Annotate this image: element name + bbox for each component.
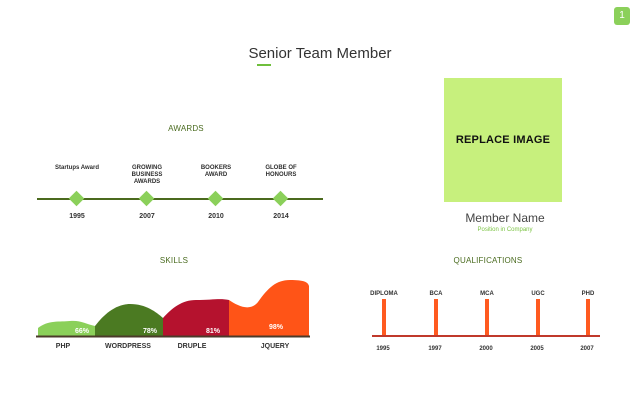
skill-name: JQUERY (260, 343, 290, 350)
qualification-year: 1995 (376, 346, 390, 352)
member-name: Member Name (465, 211, 545, 225)
qualification-bar (485, 299, 489, 336)
qualification-year: 2000 (479, 346, 493, 352)
qualifications-baseline (372, 335, 600, 337)
skill-name: DRUPLE (177, 343, 207, 350)
skill-percent-label: 66% (75, 328, 90, 335)
qualifications-heading: QUALIFICATIONS (453, 256, 523, 265)
award-diamond-icon (207, 190, 224, 207)
award-diamond-icon (68, 190, 85, 207)
title-underline (257, 64, 271, 66)
qualification-bar (434, 299, 438, 336)
skill-area-jquery (229, 280, 309, 336)
image-placeholder[interactable]: REPLACE IMAGE (444, 78, 562, 202)
qualification-year: 2007 (580, 346, 594, 352)
qualification-bar (586, 299, 590, 336)
skill-name: WORDPRESS (105, 343, 151, 350)
awards-heading: AWARDS (168, 124, 204, 133)
page-number-badge: 1 (614, 7, 630, 25)
page-title: Senior Team Member (248, 45, 392, 62)
award-year: 1995 (69, 213, 85, 220)
award-diamond-icon (138, 190, 155, 207)
qualification-label: UGC (531, 291, 545, 297)
qualification-year: 1997 (428, 346, 442, 352)
qualification-label: MCA (480, 291, 494, 297)
award-year: 2007 (139, 213, 155, 220)
skill-percent-label: 98% (269, 324, 284, 331)
award-diamond-icon (272, 190, 289, 207)
award-label: Startups Award (54, 165, 99, 171)
skill-area-wordpress (95, 304, 163, 336)
skill-percent-label: 78% (143, 328, 158, 335)
qualification-label: DIPLOMA (370, 291, 398, 297)
awards-timeline-line (37, 198, 323, 200)
member-position: Position in Company (477, 227, 533, 233)
award-label: BOOKERS AWARD (200, 165, 232, 178)
image-placeholder-label: REPLACE IMAGE (455, 134, 551, 146)
award-year: 2010 (208, 213, 224, 220)
skills-area-chart: 66% 78% 81% 98% (36, 280, 310, 338)
qualification-bar (536, 299, 540, 336)
award-year: 2014 (273, 213, 289, 220)
award-label: GROWING BUSINESS AWARDS (131, 165, 163, 185)
award-label: GLOBE OF HONOURS (265, 165, 297, 178)
qualification-year: 2005 (530, 346, 544, 352)
qualification-bar (382, 299, 386, 336)
qualification-label: PHD (581, 291, 595, 297)
qualification-label: BCA (429, 291, 443, 297)
skill-percent-label: 81% (206, 328, 221, 335)
skill-area-druple (163, 299, 229, 336)
skill-area-php (38, 320, 95, 336)
skills-heading: SKILLS (159, 256, 189, 265)
skill-name: PHP (55, 343, 71, 350)
